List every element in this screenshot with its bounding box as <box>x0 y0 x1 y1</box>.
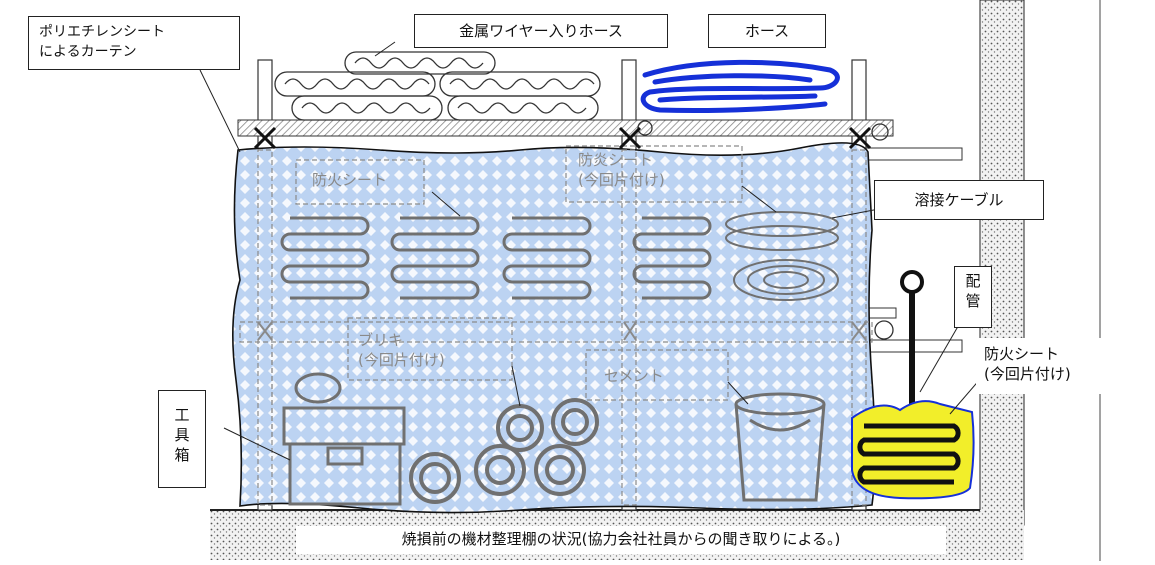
fire-sheet-right-line1: 防火シート <box>984 345 1060 363</box>
right-wall <box>979 0 1025 526</box>
ghost-label-fire-sheet: 防火シート <box>312 170 387 190</box>
label-polyethylene-curtain: ポリエチレンシート によるカーテン <box>28 16 240 70</box>
piping-char1: 配 <box>965 272 981 290</box>
label-welding-cable: 溶接ケーブル <box>874 180 1044 220</box>
hose-text: ホース <box>744 22 790 40</box>
yellow-fire-sheet-bundle <box>851 400 975 500</box>
label-fire-sheet-right: 防火シート (今回片付け) <box>976 338 1102 394</box>
ghost-fire-sheet-text: 防火シート <box>312 171 388 189</box>
label-toolbox: 工 具 箱 <box>158 390 206 488</box>
ghost-flame-sheet-line2: (今回片付け) <box>578 171 665 189</box>
ghost-flame-sheet-line1: 防炎シート <box>578 151 654 169</box>
toolbox-char2: 具 <box>174 426 190 444</box>
cross-braces <box>253 126 872 150</box>
top-shelf-board <box>237 119 894 137</box>
fire-sheet-right-line2: (今回片付け) <box>984 365 1071 383</box>
ghost-tin-line1: ブリキ <box>358 331 404 349</box>
label-piping: 配 管 <box>954 266 992 328</box>
hidden-cement-bucket <box>734 392 826 502</box>
hidden-toolbox <box>282 372 406 506</box>
hidden-welding-cable <box>725 211 839 301</box>
curtain-line1: ポリエチレンシート <box>39 24 165 40</box>
vertical-pipe <box>900 270 924 410</box>
hidden-cross-braces <box>257 321 867 341</box>
curtain-line2: によるカーテン <box>39 44 137 60</box>
ghost-label-flame-sheet: 防炎シート (今回片付け) <box>578 150 665 190</box>
toolbox-char3: 箱 <box>174 446 190 464</box>
top-shelf-arm <box>865 147 963 161</box>
caption: 焼損前の機材整理棚の状況(協力会社社員からの聞き取りによる。) <box>296 526 946 554</box>
ghost-tin-line2: (今回片付け) <box>358 351 445 369</box>
label-hose: ホース <box>708 14 826 48</box>
piping-char2: 管 <box>965 292 981 310</box>
toolbox-char1: 工 <box>174 406 190 424</box>
hidden-shelf-lines <box>239 145 873 506</box>
ghost-label-cement: セメント <box>604 366 664 386</box>
caption-text: 焼損前の機材整理棚の状況(協力会社社員からの聞き取りによる。) <box>401 530 841 548</box>
hidden-hose-coils <box>280 216 712 300</box>
welding-cable-text: 溶接ケーブル <box>914 191 1004 209</box>
blue-hose <box>640 59 840 114</box>
wire-hose-text: 金属ワイヤー入りホース <box>459 22 623 40</box>
label-metal-wire-hose: 金属ワイヤー入りホース <box>414 14 668 48</box>
metal-wire-hose-coils <box>274 51 601 121</box>
mid-shelf-ledge <box>865 307 897 319</box>
ghost-cement-text: セメント <box>604 367 664 385</box>
ghost-label-tin: ブリキ (今回片付け) <box>358 330 445 370</box>
